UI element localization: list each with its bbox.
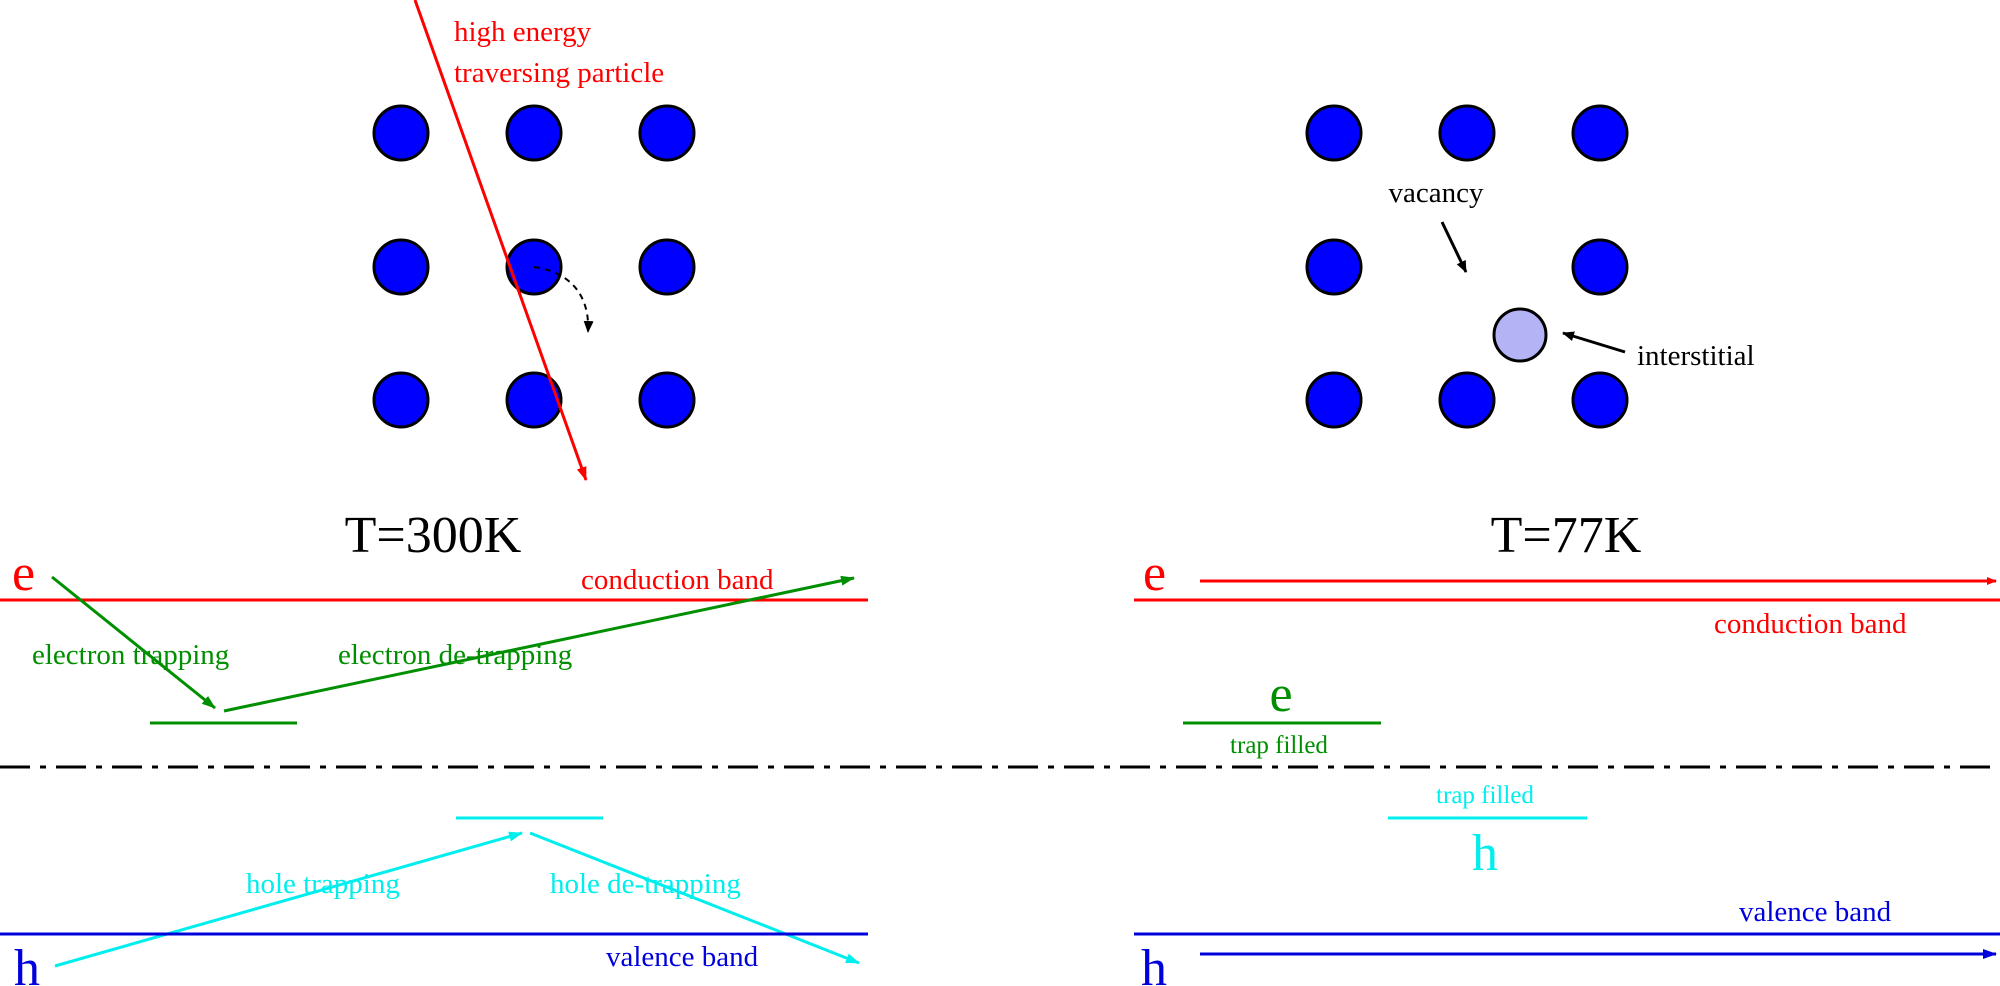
lattice-atom xyxy=(505,371,563,429)
vacancy-label: vacancy xyxy=(1389,177,1484,209)
band-diagram-left: conduction band e electron trapping elec… xyxy=(0,545,868,986)
lattice-atom xyxy=(1571,371,1629,429)
lattice-atom xyxy=(638,371,696,429)
lattice-atom xyxy=(1571,238,1629,296)
electron-symbol: e xyxy=(1143,545,1166,602)
lattice-right: vacancy interstitial T=77K xyxy=(1305,104,1755,564)
hole-detrapping-arrow xyxy=(529,831,860,965)
lattice-atom xyxy=(505,104,563,162)
displacement-arrow xyxy=(533,266,594,333)
trapped-electron-symbol: e xyxy=(1269,666,1292,723)
interstitial-label: interstitial xyxy=(1637,340,1755,372)
particle-label-line1: high energy xyxy=(454,16,592,48)
temperature-label-left: T=300K xyxy=(345,507,522,564)
hole-symbol: h xyxy=(14,940,40,986)
lattice-atom xyxy=(372,371,430,429)
hole-symbol: h xyxy=(1141,940,1167,986)
electron-detrapping-arrow xyxy=(223,575,855,713)
trapped-hole-symbol: h xyxy=(1472,825,1498,882)
valence-band-label: valence band xyxy=(1739,896,1892,928)
temperature-label-right: T=77K xyxy=(1491,507,1642,564)
lattice-atom xyxy=(1305,104,1363,162)
lattice-atom xyxy=(372,104,430,162)
interstitial-arrow xyxy=(1562,331,1626,354)
electron-trapping-label: electron trapping xyxy=(32,639,229,671)
lattice-atom xyxy=(1438,371,1496,429)
lattice-atom xyxy=(372,238,430,296)
lattice-atom xyxy=(1305,238,1363,296)
lattice-atom xyxy=(638,104,696,162)
valence-band-label: valence band xyxy=(606,941,759,973)
particle-track xyxy=(413,0,588,481)
hole-trapping-arrow xyxy=(54,831,523,968)
particle-label-line2: traversing particle xyxy=(454,57,664,89)
lattice-atom xyxy=(638,238,696,296)
lattice-left: high energy traversing particle T=300K xyxy=(345,0,696,564)
electron-symbol: e xyxy=(12,545,35,602)
vacancy-arrow xyxy=(1440,221,1468,273)
hole-detrapping-label: hole de-trapping xyxy=(550,868,741,900)
conduction-band-label: conduction band xyxy=(1714,608,1907,640)
electron-detrapping-label: electron de-trapping xyxy=(338,639,572,671)
hole-trapping-label: hole trapping xyxy=(246,868,400,900)
hole-trap-filled-label: trap filled xyxy=(1436,782,1534,809)
band-diagram-right: e conduction band e trap filled trap fil… xyxy=(1134,545,2000,986)
interstitial-atom xyxy=(1492,307,1548,363)
lattice-atom xyxy=(1571,104,1629,162)
electron-trapping-arrow xyxy=(51,575,216,710)
conduction-band-label: conduction band xyxy=(581,564,774,596)
lattice-atom xyxy=(1305,371,1363,429)
electron-trap-filled-label: trap filled xyxy=(1230,732,1328,759)
lattice-atom xyxy=(1438,104,1496,162)
